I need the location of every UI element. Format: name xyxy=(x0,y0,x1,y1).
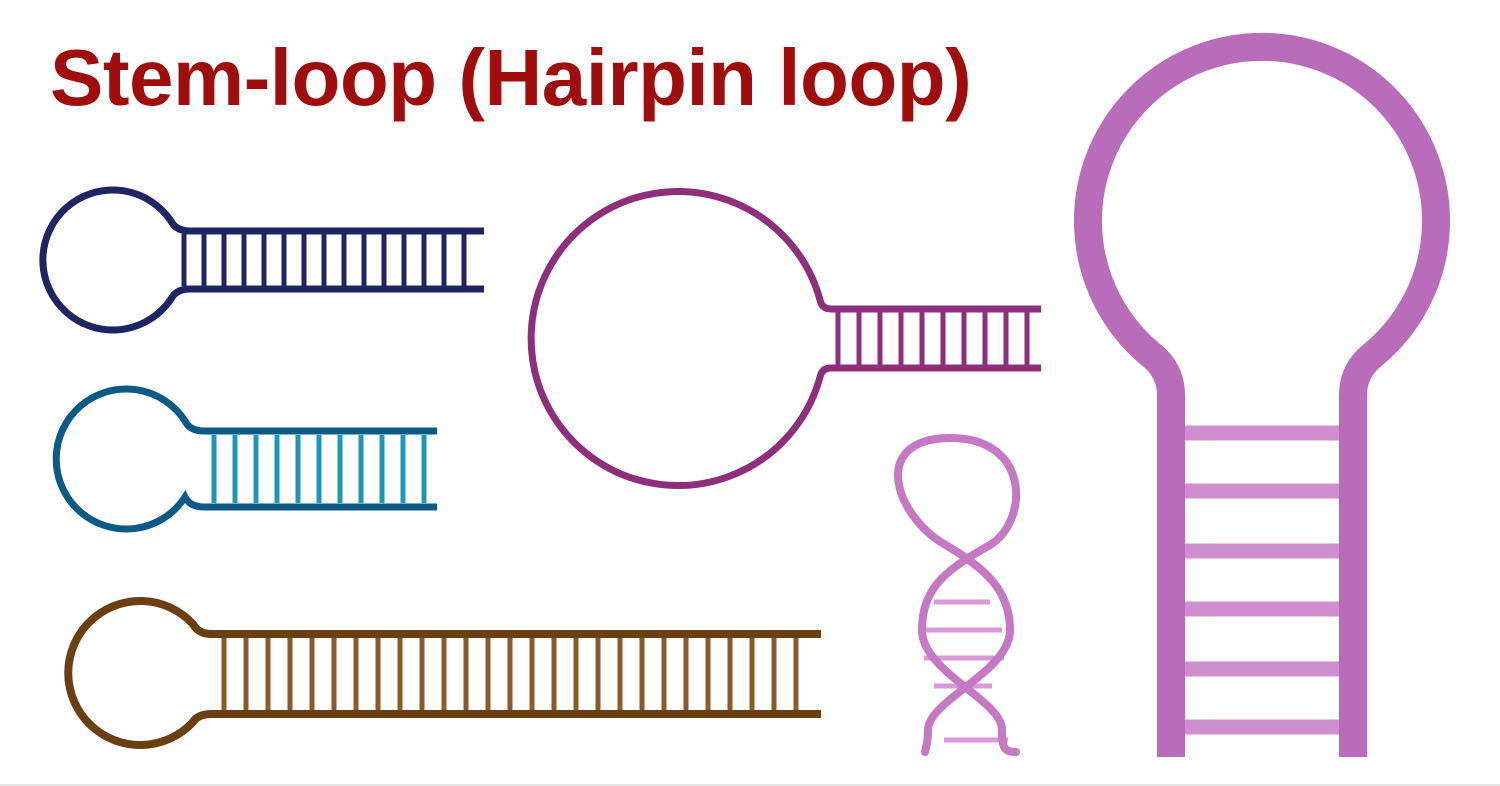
twisted-hairpin-strand-left xyxy=(894,434,952,548)
plum-hairpin-base-pairs xyxy=(835,312,1030,365)
navy-hairpin xyxy=(39,186,484,334)
brown-hairpin-base-pairs xyxy=(221,638,799,710)
twisted-hairpin-strand-right xyxy=(921,540,1015,756)
navy-hairpin-base-pairs xyxy=(181,234,467,286)
teal-hairpin-base-pairs xyxy=(211,435,427,503)
twisted-hairpin xyxy=(894,433,1021,756)
teal-hairpin-backbone xyxy=(52,385,437,533)
page-title: Stem-loop (Hairpin loop) xyxy=(50,33,972,122)
brown-hairpin xyxy=(64,597,821,749)
large-hairpin xyxy=(1074,32,1450,757)
plum-hairpin-backbone xyxy=(527,188,1041,489)
bottom-divider xyxy=(0,784,1500,786)
plum-hairpin xyxy=(527,188,1041,489)
brown-hairpin-backbone xyxy=(64,597,821,749)
navy-hairpin-backbone xyxy=(39,186,484,334)
large-hairpin-base-pairs xyxy=(1185,425,1339,735)
teal-hairpin xyxy=(52,385,437,533)
large-hairpin-backbone xyxy=(1074,32,1450,757)
twisted-hairpin-loop-top xyxy=(917,433,1021,756)
